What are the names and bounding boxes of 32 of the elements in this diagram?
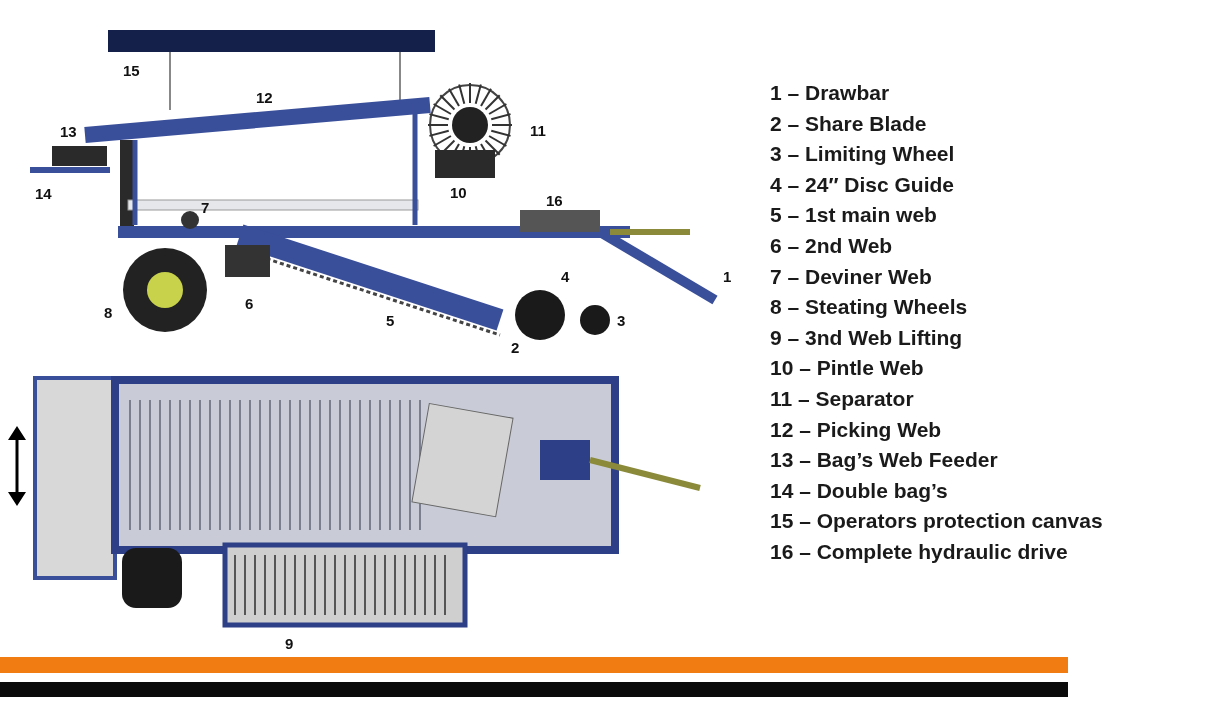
callout-number: 16 xyxy=(546,193,563,208)
callout-number: 8 xyxy=(104,305,113,320)
callout-number: 12 xyxy=(256,90,273,105)
legend-item-text: 15 – Operators protection canvas xyxy=(770,508,1103,535)
legend-item-text: 1 – Drawbar xyxy=(770,80,891,106)
legend-item-text: 5 – 1st main web xyxy=(770,202,938,229)
callout-number: 11 xyxy=(530,123,546,138)
legend-item-text: 6 – 2nd Web xyxy=(770,232,894,259)
legend-item-text: 2 – Share Blade xyxy=(770,110,928,137)
legend-item-text: 16 – Complete hydraulic drive xyxy=(770,538,1069,565)
legend-item-text: 9 – 3nd Web Lifting xyxy=(770,324,964,351)
callout-number: 9 xyxy=(285,636,294,651)
legend-item-text: 12 – Picking Web xyxy=(770,416,943,443)
callout-number: 3 xyxy=(617,313,626,328)
legend-item-text: 8 – Steating Wheels xyxy=(770,294,969,321)
legend-item-text: 3 – Limiting Wheel xyxy=(770,141,956,168)
callout-number: 4 xyxy=(561,269,570,284)
callout-number: 13 xyxy=(60,124,77,139)
legend-item-text: 13 – Bag’s Web Feeder xyxy=(770,447,999,474)
legend-item-text: 14 – Double bag’s xyxy=(770,477,949,504)
callout-number: 15 xyxy=(123,63,140,78)
legend-item-text: 7 – Deviner Web xyxy=(770,263,933,290)
callout-number: 5 xyxy=(386,313,395,328)
legend-item-text: 10 – Pintle Web xyxy=(770,355,925,382)
legend-item-text: 11 – Separator xyxy=(770,385,915,412)
callout-number: 7 xyxy=(201,200,210,215)
callout-number: 1 xyxy=(723,269,732,284)
callout-number: 14 xyxy=(35,186,52,201)
callout-number: 6 xyxy=(245,296,254,311)
callout-number: 2 xyxy=(511,340,520,355)
legend-item-text: 4 – 24″ Disc Guide xyxy=(770,171,955,198)
callout-number: 10 xyxy=(450,185,467,200)
